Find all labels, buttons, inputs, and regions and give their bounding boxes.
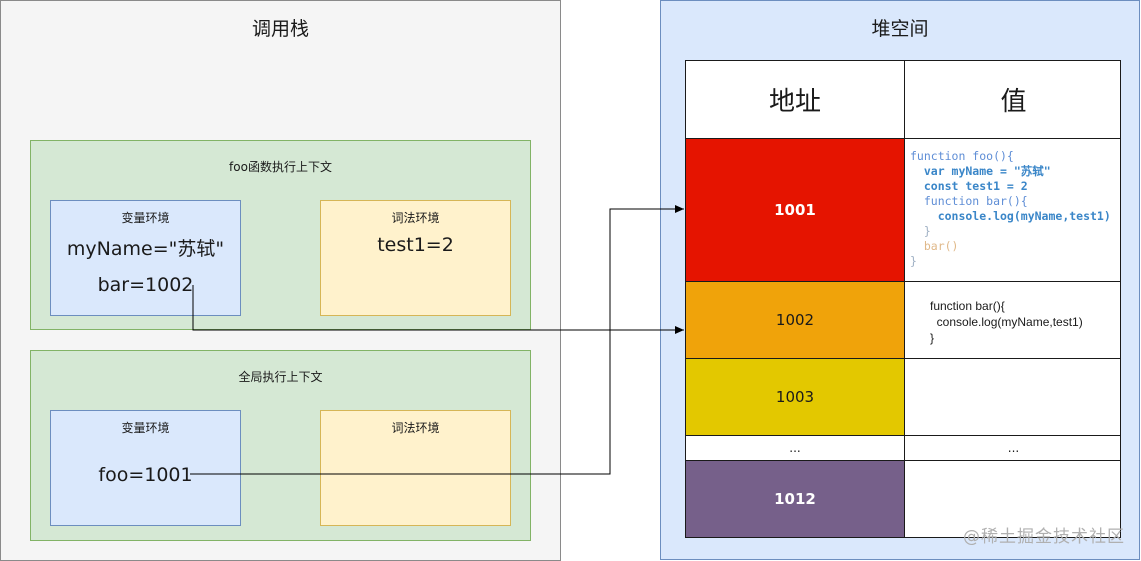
address-1002-cell: 1002 xyxy=(686,281,904,358)
code-line: function bar(){ xyxy=(930,299,1005,313)
arrow-bar-to-1002 xyxy=(192,285,684,334)
code-line: var myName = "苏轼" xyxy=(910,164,1051,178)
code-line: } xyxy=(910,254,917,268)
row-divider xyxy=(686,358,1120,359)
row-divider xyxy=(686,281,1120,282)
foo-lexical-environment: 词法环境 test1=2 xyxy=(320,200,511,316)
column-divider xyxy=(904,61,905,537)
global-lexical-env-title: 词法环境 xyxy=(391,421,440,435)
value-1001-cell: function foo(){ var myName = "苏轼" const … xyxy=(905,138,1122,281)
address-ellipsis: ... xyxy=(789,440,801,455)
code-line: console.log(myName,test1) xyxy=(910,209,1111,223)
code-line: const test1 = 2 xyxy=(910,179,1028,193)
code-line: } xyxy=(910,224,931,238)
bar-entry: bar=1002 xyxy=(97,274,194,296)
foo-context-title: foo函数执行上下文 xyxy=(229,160,332,174)
code-line: } xyxy=(930,331,935,345)
value-ellipsis-cell: ... xyxy=(905,435,1122,460)
address-1001-cell: 1001 xyxy=(686,138,904,281)
address-header: 地址 xyxy=(768,87,821,117)
bar-function-code: function bar(){ console.log(myName,test1… xyxy=(930,298,1083,346)
foo-variable-environment: 变量环境 myName="苏轼" bar=1002 xyxy=(50,200,241,316)
row-divider xyxy=(686,138,1120,139)
heap-table: 地址 值 1001 function foo(){ var myName = "… xyxy=(685,60,1121,538)
value-header: 值 xyxy=(1000,87,1027,117)
code-line: function bar(){ xyxy=(910,194,1028,208)
foo-function-code: function foo(){ var myName = "苏轼" const … xyxy=(910,149,1111,269)
arrow-foo-to-1001 xyxy=(190,205,684,475)
address-1003-cell: 1003 xyxy=(686,358,904,435)
code-line: bar() xyxy=(910,239,959,253)
address-ellipsis-cell: ... xyxy=(686,435,904,460)
code-line: console.log(myName,test1) xyxy=(930,315,1083,329)
value-ellipsis: ... xyxy=(1007,440,1020,455)
test1-entry: test1=2 xyxy=(377,234,454,256)
myname-entry: myName="苏轼" xyxy=(66,238,225,260)
global-variable-env-title: 变量环境 xyxy=(121,421,170,435)
address-1012-label: 1012 xyxy=(774,489,816,508)
row-divider xyxy=(686,460,1120,461)
foo-variable-env-title: 变量环境 xyxy=(121,211,170,225)
call-stack-title: 调用栈 xyxy=(251,18,309,40)
heap-title: 堆空间 xyxy=(871,18,929,40)
global-variable-environment: 变量环境 foo=1001 xyxy=(50,410,241,526)
global-lexical-environment: 词法环境 xyxy=(320,410,511,526)
watermark: @稀土掘金技术社区 xyxy=(963,527,1125,547)
address-1002-label: 1002 xyxy=(775,310,815,329)
code-line: function foo(){ xyxy=(910,149,1014,163)
global-context-title: 全局执行上下文 xyxy=(238,370,323,384)
value-1002-cell: function bar(){ console.log(myName,test1… xyxy=(905,281,1122,358)
foo-entry: foo=1001 xyxy=(98,464,193,486)
address-1001-label: 1001 xyxy=(774,200,816,219)
foo-lexical-env-title: 词法环境 xyxy=(391,211,440,225)
address-1003-label: 1003 xyxy=(775,387,815,406)
address-1012-cell: 1012 xyxy=(686,460,904,537)
row-divider xyxy=(686,435,1120,436)
